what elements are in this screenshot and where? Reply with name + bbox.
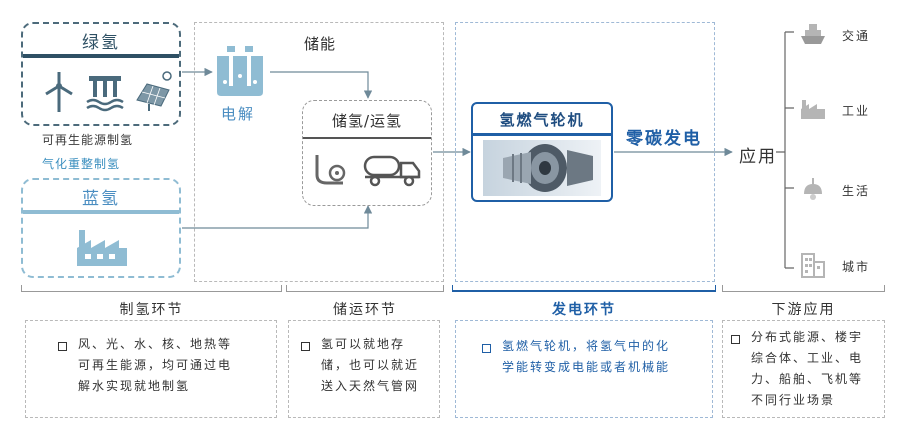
generation-region bbox=[455, 22, 715, 282]
desc-line: 不同行业场景 bbox=[751, 393, 836, 407]
bullet-icon bbox=[731, 335, 740, 344]
green-hydrogen-caption: 可再生能源制氢 bbox=[42, 133, 134, 147]
section-desc-production: 风、光、水、核、地热等 可再生能源，均可通过电 解水实现就地制氢 bbox=[25, 320, 277, 418]
section-bracket-storage bbox=[286, 285, 444, 292]
desc-line: 解水实现就地制氢 bbox=[78, 379, 191, 393]
desc-line: 学能转变成电能或者机械能 bbox=[502, 360, 671, 374]
turbine-title: 氢燃气轮机 bbox=[499, 111, 585, 129]
electrolyzer-icon bbox=[217, 46, 263, 96]
application-item-life: 生活 bbox=[842, 184, 871, 198]
desc-production-text: 风、光、水、核、地热等 可再生能源，均可通过电 解水实现就地制氢 bbox=[78, 334, 232, 397]
desc-line: 送入天然气管网 bbox=[321, 379, 420, 393]
section-desc-generation: 氢燃气轮机，将氢气中的化 学能转变成电能或者机械能 bbox=[455, 320, 713, 418]
electrolysis-label: 电解 bbox=[221, 105, 256, 123]
green-hydrogen-box: 绿氢 bbox=[21, 22, 181, 126]
turbine-image bbox=[483, 140, 601, 196]
transport-box: 储氢/运氢 bbox=[302, 100, 432, 206]
desc-line: 氢可以就地存 bbox=[321, 337, 406, 351]
arrow-electrolysis-to-storage bbox=[270, 71, 373, 99]
section-title-application: 下游应用 bbox=[771, 302, 836, 318]
desc-generation-text: 氢燃气轮机，将氢气中的化 学能转变成电能或者机械能 bbox=[502, 336, 670, 378]
desc-line: 储，也可以就近 bbox=[321, 358, 420, 372]
section-bracket-application bbox=[722, 285, 885, 292]
ship-icon bbox=[801, 24, 825, 44]
turbine-box: 氢燃气轮机 bbox=[471, 102, 613, 202]
desc-line: 分布式能源、楼宇 bbox=[751, 330, 864, 344]
section-desc-application: 分布式能源、楼宇 综合体、工业、电 力、船舶、飞机等 不同行业场景 bbox=[722, 320, 885, 418]
section-desc-storage: 氢可以就地存 储，也可以就近 送入天然气管网 bbox=[288, 320, 440, 418]
section-title-storage: 储运环节 bbox=[333, 302, 397, 318]
application-label: 应用 bbox=[739, 147, 777, 167]
desc-line: 风、光、水、核、地热等 bbox=[78, 337, 233, 351]
desc-storage-text: 氢可以就地存 储，也可以就近 送入天然气管网 bbox=[321, 334, 419, 397]
desc-line: 可再生能源，均可通过电 bbox=[78, 358, 233, 372]
storage-region bbox=[194, 22, 444, 282]
application-item-transport: 交通 bbox=[842, 29, 871, 43]
lamp-icon bbox=[804, 178, 822, 200]
desc-line: 氢燃气轮机，将氢气中的化 bbox=[502, 339, 671, 353]
section-title-generation: 发电环节 bbox=[552, 302, 616, 318]
section-bracket-production bbox=[21, 285, 282, 292]
application-item-industry: 工业 bbox=[842, 104, 871, 118]
desc-application-text: 分布式能源、楼宇 综合体、工业、电 力、船舶、飞机等 不同行业场景 bbox=[751, 327, 863, 411]
green-hydrogen-title: 绿氢 bbox=[82, 33, 120, 53]
section-title-production: 制氢环节 bbox=[119, 302, 184, 318]
application-item-city: 城市 bbox=[842, 260, 871, 274]
storage-label: 储能 bbox=[304, 35, 337, 53]
bullet-icon bbox=[301, 342, 310, 351]
section-bracket-generation bbox=[452, 285, 716, 292]
zero-carbon-label: 零碳发电 bbox=[626, 129, 702, 149]
desc-line: 力、船舶、飞机等 bbox=[751, 372, 864, 386]
tanker-truck-icon bbox=[363, 155, 421, 187]
hydro-icon bbox=[86, 76, 124, 112]
blue-hydrogen-box: 蓝氢 bbox=[21, 178, 181, 278]
desc-line: 综合体、工业、电 bbox=[751, 351, 864, 365]
bullet-icon bbox=[58, 342, 67, 351]
wind-turbine-icon bbox=[45, 72, 73, 112]
transport-title: 储氢/运氢 bbox=[331, 112, 403, 130]
pipeline-icon bbox=[315, 155, 346, 185]
bullet-icon bbox=[482, 344, 491, 353]
reform-caption: 气化重整制氢 bbox=[42, 157, 121, 171]
application-bracket bbox=[776, 31, 794, 269]
blue-hydrogen-title: 蓝氢 bbox=[82, 189, 120, 209]
arrow-blue-to-storage bbox=[182, 205, 373, 229]
factory-icon bbox=[77, 230, 127, 266]
solar-panel-icon bbox=[136, 71, 172, 111]
building-icon bbox=[801, 253, 825, 278]
factory-icon bbox=[801, 100, 825, 119]
